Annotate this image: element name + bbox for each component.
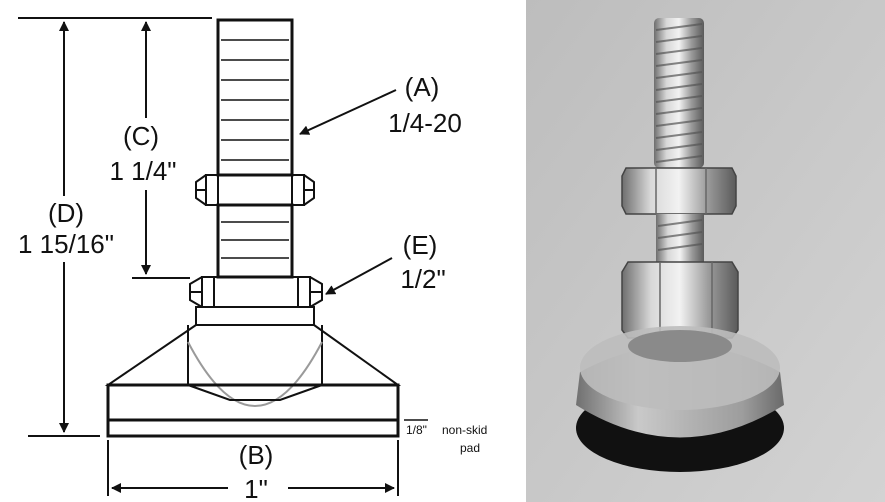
label-pad-text-2: pad — [460, 441, 480, 455]
swivel-base — [104, 306, 402, 438]
photo-upper-nut — [621, 167, 737, 215]
label-a-value: 1/4-20 — [388, 108, 462, 138]
label-d-letter: (D) — [48, 198, 84, 228]
label-a-letter: (A) — [405, 72, 440, 102]
photo-stud — [654, 18, 704, 168]
dimension-c — [132, 21, 190, 279]
label-b-value: 1" — [244, 474, 268, 502]
dimension-d — [18, 17, 212, 437]
label-c-value: 1 1/4" — [109, 156, 176, 186]
technical-drawing: (A) 1/4-20 (C) 1 1/4" (D) 1 15/16" (E) 1… — [18, 17, 487, 502]
lower-hex-nut — [189, 276, 323, 308]
product-photo — [526, 0, 885, 502]
label-e-letter: (E) — [403, 230, 438, 260]
leader-e — [325, 257, 393, 295]
label-e-value: 1/2" — [400, 264, 445, 294]
dimension-b — [107, 440, 399, 496]
non-skid-pad — [106, 418, 400, 438]
upper-hex-nut — [195, 174, 315, 206]
label-b-letter: (B) — [239, 440, 274, 470]
leader-a — [299, 89, 397, 135]
label-c-letter: (C) — [123, 121, 159, 151]
label-d-value: 1 15/16" — [18, 229, 114, 259]
label-pad-text-1: non-skid — [442, 423, 487, 437]
threaded-stud — [216, 18, 294, 279]
label-pad-size: 1/8" — [406, 423, 427, 437]
